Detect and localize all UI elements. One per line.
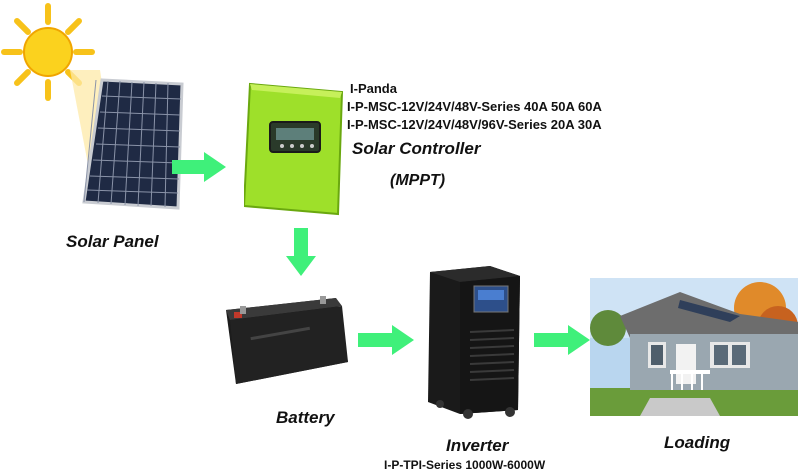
arrow-down-icon bbox=[286, 228, 316, 276]
arrow-right-icon bbox=[534, 325, 590, 355]
controller-series-2: I-P-MSC-12V/24V/48V/96V-Series 20A 30A bbox=[347, 117, 602, 132]
solar-panel-label: Solar Panel bbox=[66, 232, 159, 251]
inverter-series: I-P-TPI-Series 1000W-6000W bbox=[384, 458, 546, 472]
arrow-right-icon bbox=[358, 325, 414, 355]
loading-label: Loading bbox=[664, 433, 731, 452]
inverter-label: Inverter bbox=[446, 436, 509, 455]
battery-label: Battery bbox=[276, 408, 335, 427]
inverter-image bbox=[426, 262, 522, 422]
controller-brand: I-Panda bbox=[350, 81, 397, 96]
solar-panel-image bbox=[82, 78, 184, 210]
controller-series-1: I-P-MSC-12V/24V/48V-Series 40A 50A 60A bbox=[347, 99, 602, 114]
controller-label: Solar Controller bbox=[352, 139, 481, 158]
arrow-right-icon bbox=[172, 152, 226, 182]
battery-image bbox=[220, 292, 350, 386]
house-image bbox=[590, 278, 798, 416]
controller-image bbox=[244, 82, 344, 216]
controller-sublabel: (MPPT) bbox=[390, 172, 446, 189]
